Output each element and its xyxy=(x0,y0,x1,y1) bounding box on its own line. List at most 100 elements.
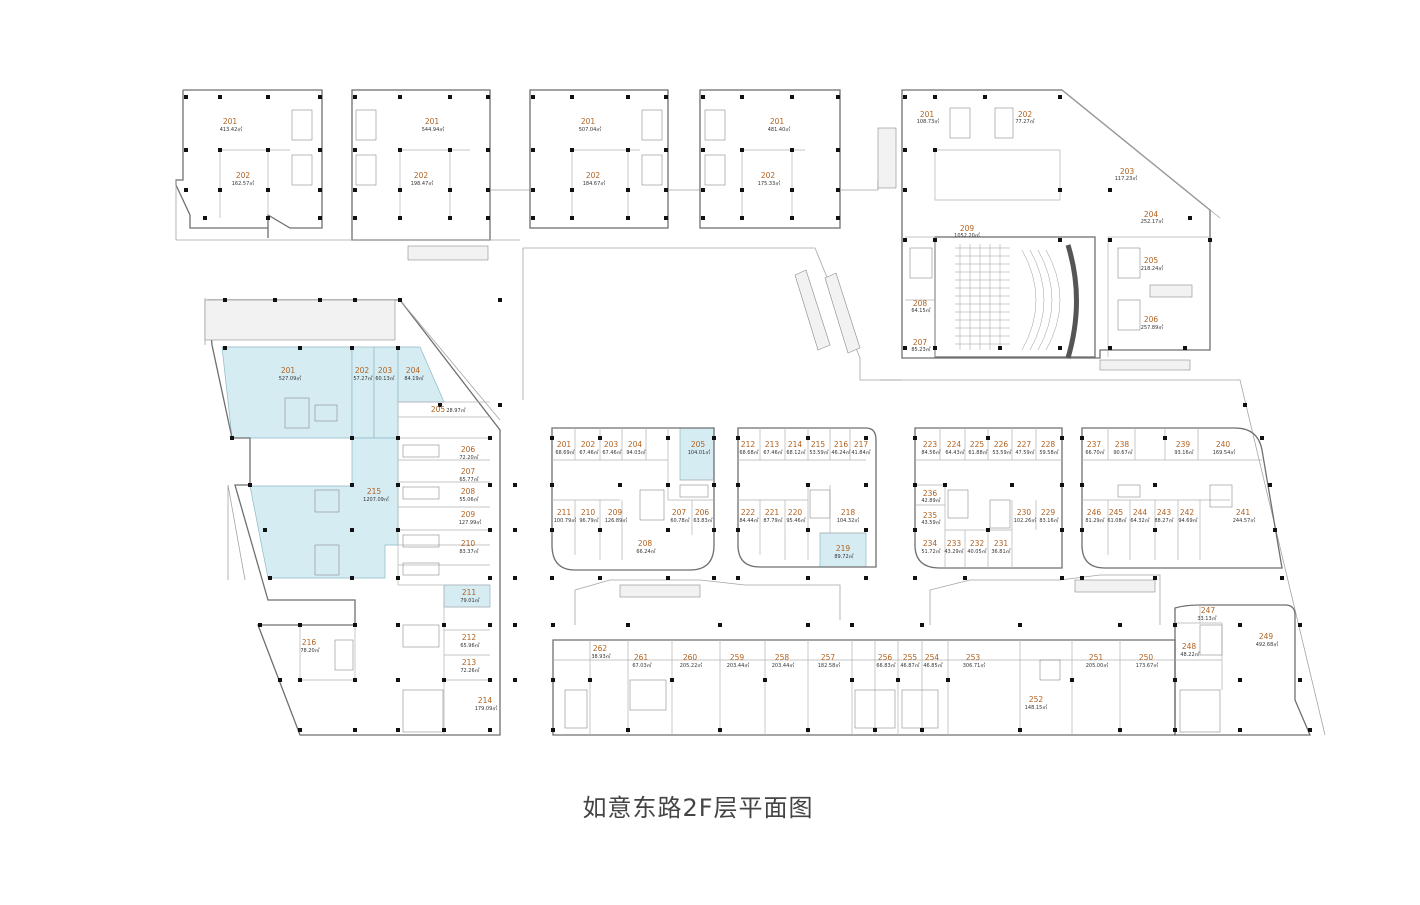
unit-d-239-number[interactable]: 239 xyxy=(1176,440,1191,449)
unit-c-234-number[interactable]: 234 xyxy=(923,539,938,548)
unit-s-253-number[interactable]: 253 xyxy=(966,653,981,662)
unit-w-201-number[interactable]: 201 xyxy=(281,366,296,375)
unit-b-216-number[interactable]: 216 xyxy=(834,440,849,449)
unit-n2-202-number[interactable]: 202 xyxy=(414,171,429,180)
unit-s-251-number[interactable]: 251 xyxy=(1089,653,1104,662)
unit-n4-201-number[interactable]: 201 xyxy=(770,117,785,126)
unit-ne-205-number[interactable]: 205 xyxy=(1144,256,1159,265)
unit-s-256-number[interactable]: 256 xyxy=(878,653,893,662)
unit-d-244-number[interactable]: 244 xyxy=(1133,508,1148,517)
unit-b-218-number[interactable]: 218 xyxy=(841,508,856,517)
zone-w-201[interactable] xyxy=(221,346,353,439)
unit-c-226-number[interactable]: 226 xyxy=(994,440,1009,449)
unit-a-206-number[interactable]: 206 xyxy=(695,508,710,517)
unit-ne-204-number[interactable]: 204 xyxy=(1144,210,1159,219)
unit-s-258-number[interactable]: 258 xyxy=(775,653,790,662)
unit-w-206-number[interactable]: 206 xyxy=(461,445,476,454)
unit-c-232-number[interactable]: 232 xyxy=(970,539,985,548)
unit-d-245-number[interactable]: 245 xyxy=(1109,508,1124,517)
unit-a-209-number[interactable]: 209 xyxy=(608,508,623,517)
unit-d-240-number[interactable]: 240 xyxy=(1216,440,1231,449)
unit-a-203-number[interactable]: 203 xyxy=(604,440,619,449)
unit-ne-203-number[interactable]: 203 xyxy=(1120,167,1135,176)
unit-w-211-number[interactable]: 211 xyxy=(462,588,477,597)
zone-w-215[interactable] xyxy=(249,437,399,579)
unit-w-203-number[interactable]: 203 xyxy=(378,366,393,375)
unit-a-210-number[interactable]: 210 xyxy=(581,508,596,517)
zone-w-202[interactable] xyxy=(351,346,375,439)
unit-w-209-number[interactable]: 209 xyxy=(461,510,476,519)
unit-s-260-number[interactable]: 260 xyxy=(683,653,698,662)
unit-w-213-number[interactable]: 213 xyxy=(462,658,477,667)
unit-a-207-number[interactable]: 207 xyxy=(672,508,687,517)
unit-s-255-number[interactable]: 255 xyxy=(903,653,918,662)
unit-b-212-number[interactable]: 212 xyxy=(741,440,756,449)
unit-d-242-number[interactable]: 242 xyxy=(1180,508,1195,517)
unit-n1-202-number[interactable]: 202 xyxy=(236,171,251,180)
unit-s-259-number[interactable]: 259 xyxy=(730,653,745,662)
unit-w-215-number[interactable]: 215 xyxy=(367,487,382,496)
unit-b-217-number[interactable]: 217 xyxy=(854,440,869,449)
zone-w-203[interactable] xyxy=(373,346,399,439)
zone-a-205[interactable] xyxy=(679,427,715,481)
unit-a-204-number[interactable]: 204 xyxy=(628,440,643,449)
unit-ne-209-number[interactable]: 209 xyxy=(960,224,975,233)
unit-w-207-number[interactable]: 207 xyxy=(461,467,476,476)
unit-e-248-number[interactable]: 248 xyxy=(1182,642,1197,651)
unit-d-243-number[interactable]: 243 xyxy=(1157,508,1172,517)
unit-w-202-number[interactable]: 202 xyxy=(355,366,370,375)
unit-w-205-number[interactable]: 205 xyxy=(431,405,446,414)
unit-ne-207-number[interactable]: 207 xyxy=(913,338,928,347)
unit-w-214-number[interactable]: 214 xyxy=(478,696,493,705)
unit-s-250-number[interactable]: 250 xyxy=(1139,653,1154,662)
unit-s-262-number[interactable]: 262 xyxy=(593,644,608,653)
unit-c-225-number[interactable]: 225 xyxy=(970,440,985,449)
unit-b-222-number[interactable]: 222 xyxy=(741,508,756,517)
unit-w-212-number[interactable]: 212 xyxy=(462,633,477,642)
unit-ne-208-number[interactable]: 208 xyxy=(913,299,928,308)
unit-c-224-number[interactable]: 224 xyxy=(947,440,962,449)
unit-a-202-number[interactable]: 202 xyxy=(581,440,596,449)
unit-n1-201-number[interactable]: 201 xyxy=(223,117,238,126)
unit-d-241-number[interactable]: 241 xyxy=(1236,508,1251,517)
unit-c-236-number[interactable]: 236 xyxy=(923,489,938,498)
unit-ne-202-number[interactable]: 202 xyxy=(1018,110,1033,119)
unit-s-254-number[interactable]: 254 xyxy=(925,653,940,662)
unit-c-227-number[interactable]: 227 xyxy=(1017,440,1032,449)
unit-a-205-number[interactable]: 205 xyxy=(691,440,706,449)
unit-a-211-number[interactable]: 211 xyxy=(557,508,572,517)
unit-d-238-number[interactable]: 238 xyxy=(1115,440,1130,449)
unit-s-252-number[interactable]: 252 xyxy=(1029,695,1044,704)
unit-e-249-number[interactable]: 249 xyxy=(1259,632,1274,641)
unit-c-235-number[interactable]: 235 xyxy=(923,511,938,520)
unit-c-229-number[interactable]: 229 xyxy=(1041,508,1056,517)
unit-w-208-number[interactable]: 208 xyxy=(461,487,476,496)
unit-b-219-number[interactable]: 219 xyxy=(836,544,851,553)
unit-ne-206-number[interactable]: 206 xyxy=(1144,315,1159,324)
unit-a-201-number[interactable]: 201 xyxy=(557,440,572,449)
unit-b-220-number[interactable]: 220 xyxy=(788,508,803,517)
unit-b-213-number[interactable]: 213 xyxy=(765,440,780,449)
unit-c-230-number[interactable]: 230 xyxy=(1017,508,1032,517)
unit-c-228-number[interactable]: 228 xyxy=(1041,440,1056,449)
unit-b-215-number[interactable]: 215 xyxy=(811,440,826,449)
unit-w-216-number[interactable]: 216 xyxy=(302,638,317,647)
unit-d-246-number[interactable]: 246 xyxy=(1087,508,1102,517)
unit-s-257-number[interactable]: 257 xyxy=(821,653,836,662)
unit-e-247-number[interactable]: 247 xyxy=(1201,606,1216,615)
unit-a-208-number[interactable]: 208 xyxy=(638,539,653,548)
unit-c-231-number[interactable]: 231 xyxy=(994,539,1009,548)
unit-c-223-number[interactable]: 223 xyxy=(923,440,938,449)
unit-n3-202-number[interactable]: 202 xyxy=(586,171,601,180)
unit-w-204-number[interactable]: 204 xyxy=(406,366,421,375)
unit-b-221-number[interactable]: 221 xyxy=(765,508,780,517)
unit-w-210-number[interactable]: 210 xyxy=(461,539,476,548)
unit-n2-201-number[interactable]: 201 xyxy=(425,117,440,126)
unit-n3-201-number[interactable]: 201 xyxy=(581,117,596,126)
unit-s-261-number[interactable]: 261 xyxy=(634,653,649,662)
unit-c-233-number[interactable]: 233 xyxy=(947,539,962,548)
unit-b-214-number[interactable]: 214 xyxy=(788,440,803,449)
unit-d-237-number[interactable]: 237 xyxy=(1087,440,1102,449)
unit-n4-202-number[interactable]: 202 xyxy=(761,171,776,180)
unit-ne-201-number[interactable]: 201 xyxy=(920,110,935,119)
